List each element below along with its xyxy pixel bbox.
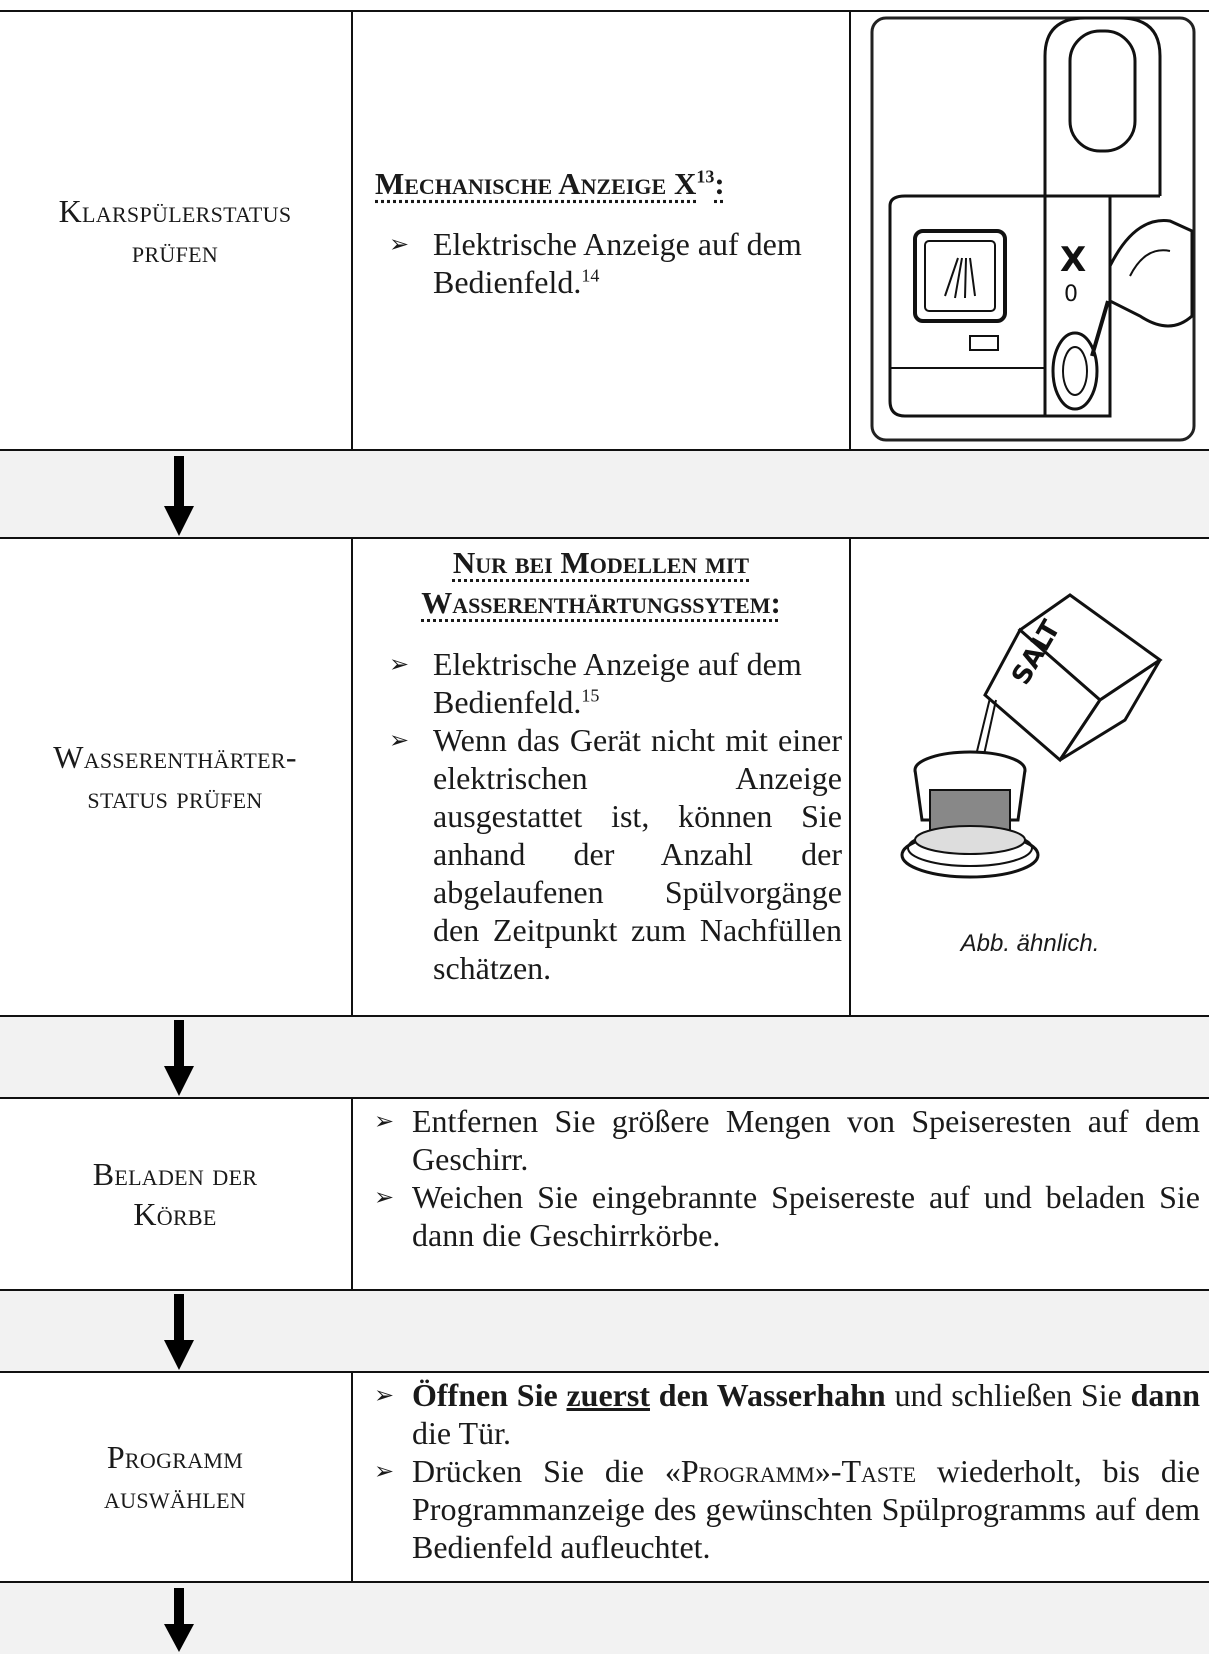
program-key-text: Programm (680, 1453, 815, 1489)
list-item: ➢ Elektrische Anzeige auf dem Bedienfeld.… (375, 645, 842, 721)
step-label-select-program: Programm auswählen (0, 1373, 350, 1581)
select-program-text: ➢ Öffnen Sie zuerst den Wasserhahn und sc… (360, 1376, 1200, 1566)
separator-band-2 (0, 1016, 1209, 1098)
rule (351, 537, 353, 1017)
bullet-text: Elektrische Anzeige auf dem Bedienfeld. (433, 646, 802, 720)
rule (351, 10, 353, 451)
list-item: ➢ Weichen Sie eingebrannte Speisereste au… (360, 1178, 1200, 1254)
text: wiederholt, bis die Programmanzeige des … (412, 1453, 1201, 1565)
bullet-list: ➢ Elektrische Anzeige auf dem Bedienfeld.… (375, 225, 830, 301)
indicator-zero-label: 0 (1064, 282, 1078, 307)
rule (0, 1371, 1209, 1373)
list-item: ➢ Drücken Sie die «Programm»-Taste wieder… (360, 1452, 1200, 1566)
bullet-arrow-icon: ➢ (389, 230, 410, 258)
load-baskets-text: ➢ Entfernen Sie größere Mengen von Speise… (360, 1102, 1200, 1254)
bullet-arrow-icon: ➢ (374, 1107, 395, 1135)
bullet-arrow-icon: ➢ (374, 1381, 395, 1409)
bullet-arrow-icon: ➢ (389, 650, 410, 678)
bold-underlined-text: zuerst (566, 1377, 650, 1413)
bold-text: Öffnen Sie (412, 1377, 567, 1413)
text: »- (814, 1453, 842, 1489)
down-arrow-icon (164, 1588, 194, 1652)
text: die Tür. (412, 1415, 511, 1451)
rule (351, 1371, 353, 1583)
text: und schließen Sie (885, 1377, 1131, 1413)
rinse-aid-text: Mechanische Anzeige X13: ➢ Elektrische An… (375, 165, 830, 301)
key-text: Taste (841, 1453, 917, 1489)
rule (0, 1015, 1209, 1017)
rule (0, 1581, 1209, 1583)
footnote-ref: 13 (696, 166, 715, 187)
rule (849, 10, 851, 451)
list-item: ➢ Wenn das Gerät nicht mit einer elektris… (375, 721, 842, 987)
heading-text: Mechanische Anzeige X (375, 166, 697, 201)
rule (0, 537, 1209, 539)
footnote-ref: 15 (581, 685, 600, 706)
down-arrow-icon (164, 1294, 194, 1370)
rule (0, 1097, 1209, 1099)
down-arrow-icon (164, 456, 194, 536)
step-label-load-baskets: Beladen der Körbe (0, 1099, 350, 1289)
separator-band-4 (0, 1582, 1209, 1654)
figure-caption: Abb. ähnlich. (960, 930, 1100, 957)
bold-text: dann (1130, 1377, 1200, 1413)
list-item: ➢ Entfernen Sie größere Mengen von Speise… (360, 1102, 1200, 1178)
bullet-text: Wenn das Gerät nicht mit einer elektrisc… (433, 722, 842, 986)
bold-text: den Wasserhahn (649, 1377, 886, 1413)
bullet-list: ➢ Öffnen Sie zuerst den Wasserhahn und sc… (360, 1376, 1200, 1566)
bullet-text: Elektrische Anzeige auf dem Bedienfeld. (433, 226, 802, 300)
water-softener-text: Nur bei Modellen mit Wasserenthärtungssy… (360, 543, 842, 987)
step-label-text: Beladen der Körbe (92, 1156, 258, 1232)
rinse-aid-heading: Mechanische Anzeige X13: (375, 165, 830, 203)
step-label-rinse-aid: Klarspülerstatus prüfen (0, 12, 350, 449)
rule (0, 1289, 1209, 1291)
bullet-list: ➢ Elektrische Anzeige auf dem Bedienfeld.… (360, 645, 842, 987)
rule (0, 449, 1209, 451)
separator-band-1 (0, 450, 1209, 538)
step-label-text: Klarspülerstatus prüfen (58, 192, 292, 269)
list-item: ➢ Elektrische Anzeige auf dem Bedienfeld.… (375, 225, 830, 301)
salt-refill-image: SALT (900, 593, 1163, 879)
bullet-arrow-icon: ➢ (389, 726, 410, 754)
heading-text: Wasserenthärtungssytem: (421, 585, 781, 620)
bullet-text: Weichen Sie eingebrannte Speisereste auf… (412, 1179, 1200, 1253)
footnote-ref: 14 (581, 265, 600, 286)
bullet-list: ➢ Entfernen Sie größere Mengen von Speise… (360, 1102, 1200, 1254)
step-label-text: Wasserenthärter-status prüfen (53, 739, 297, 815)
bullet-arrow-icon: ➢ (374, 1457, 395, 1485)
heading-colon: : (714, 166, 725, 201)
step-label-text: Programm auswählen (103, 1439, 246, 1515)
step-label-water-softener: Wasserenthärter-status prüfen (0, 539, 350, 1015)
indicator-x-label: X (1060, 240, 1086, 280)
text: Drücken Sie die « (412, 1453, 681, 1489)
bullet-text: Entfernen Sie größere Mengen von Speiser… (412, 1103, 1200, 1177)
heading-text: Nur bei Modellen mit (452, 545, 750, 580)
rinse-aid-dispenser-image: X 0 (870, 16, 1196, 442)
bullet-arrow-icon: ➢ (374, 1183, 395, 1211)
down-arrow-icon (164, 1020, 194, 1096)
rule (0, 10, 1209, 12)
rule (849, 537, 851, 1017)
separator-band-3 (0, 1290, 1209, 1372)
rule (351, 1097, 353, 1291)
list-item: ➢ Öffnen Sie zuerst den Wasserhahn und sc… (360, 1376, 1200, 1452)
water-softener-heading: Nur bei Modellen mit Wasserenthärtungssy… (360, 543, 842, 623)
